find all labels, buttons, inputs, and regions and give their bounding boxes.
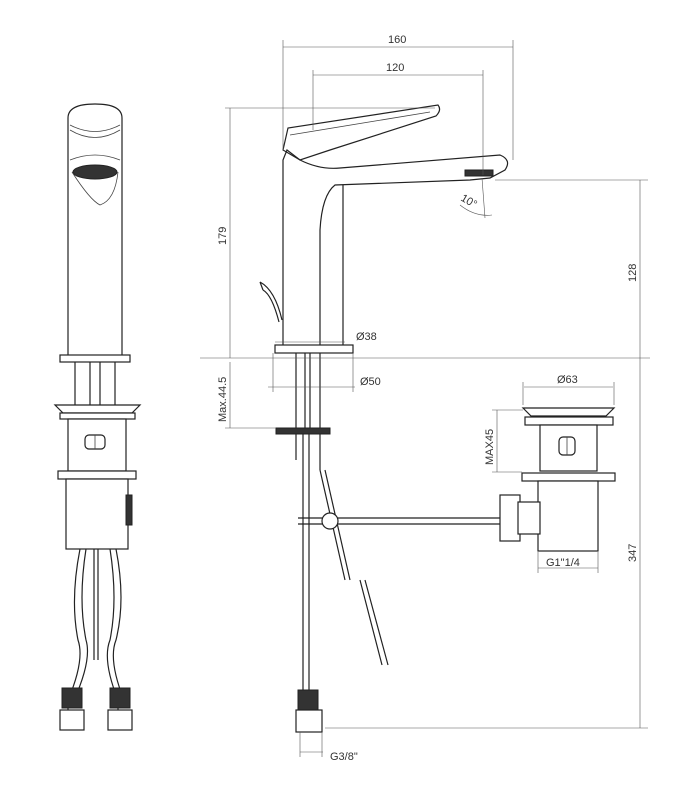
dim-waste-diameter: Ø63 <box>557 374 578 386</box>
dim-spout-height: 128 <box>627 264 639 282</box>
dim-total-height: 179 <box>217 227 229 245</box>
dim-body-diameter: Ø38 <box>356 331 377 343</box>
dim-waste-thread: G1"1/4 <box>546 557 580 569</box>
pop-up-waste <box>499 407 616 552</box>
dim-spout-reach: 120 <box>386 62 404 74</box>
dim-hose-thread: G3/8" <box>330 751 358 763</box>
dim-waste-max-thickness: MAX45 <box>484 429 496 465</box>
dim-overall-length: 347 <box>627 544 639 562</box>
dim-base-diameter: Ø50 <box>360 376 381 388</box>
side-view <box>259 104 509 733</box>
front-view <box>53 103 142 731</box>
dim-max-deck-thickness: Max.44.5 <box>217 377 229 422</box>
dim-overall-reach: 160 <box>388 34 406 46</box>
dim-spout-angle: 10° <box>459 192 479 211</box>
dimension-lines <box>200 40 650 757</box>
